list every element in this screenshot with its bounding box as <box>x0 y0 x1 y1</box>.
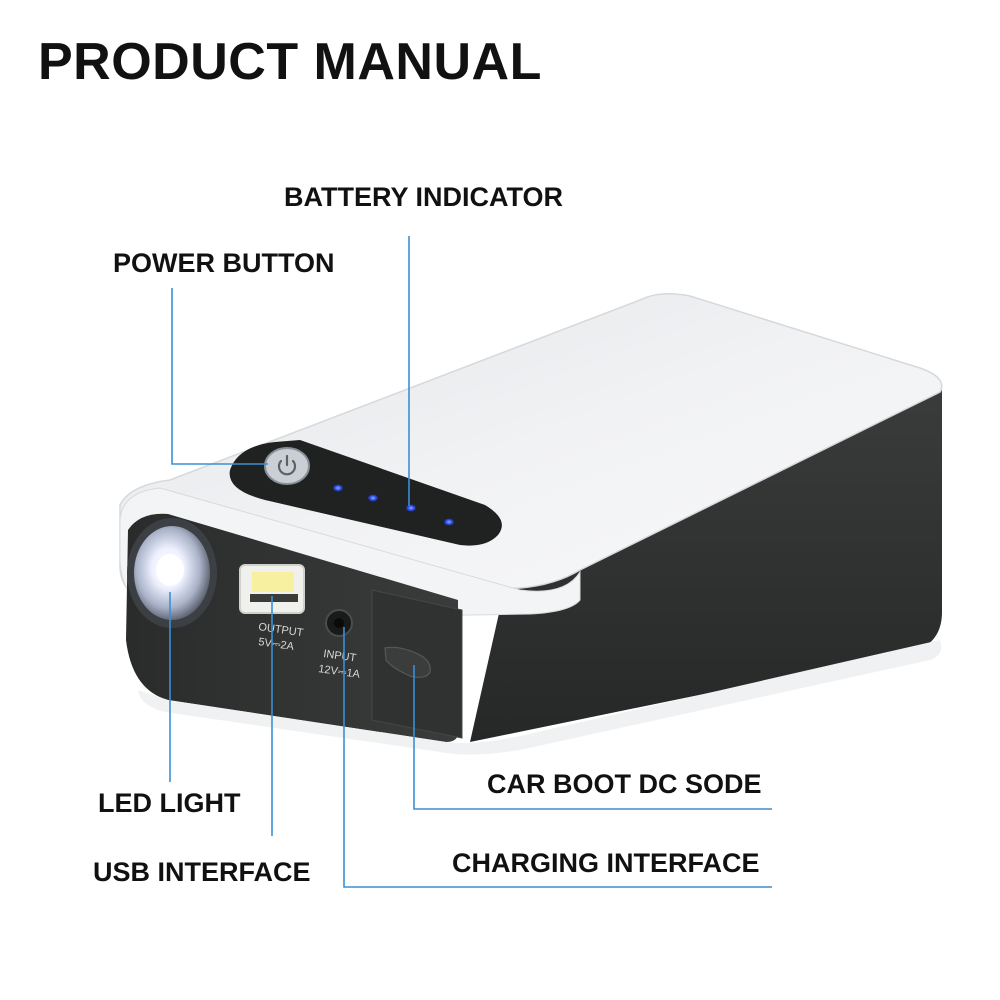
charging-interface-label: CHARGING INTERFACE <box>452 848 760 878</box>
power-button-label: POWER BUTTON <box>113 248 335 278</box>
usb-output-rating: 5V⎓2A <box>258 636 296 653</box>
callout-lines <box>169 236 772 888</box>
callout-line-carboot <box>413 665 772 810</box>
side-panel <box>470 371 942 742</box>
battery-led-4 <box>444 518 454 526</box>
dc-input-title: INPUT <box>323 648 358 665</box>
car-boot-tab <box>384 646 431 678</box>
battery-indicator-label: BATTERY INDICATOR <box>284 182 564 212</box>
battery-led-1 <box>333 484 343 492</box>
dc-input-jack <box>325 609 353 637</box>
car-boot-dc-label: CAR BOOT DC SODE <box>487 769 762 799</box>
power-icon <box>277 454 297 476</box>
led-light-label: LED LIGHT <box>98 788 241 818</box>
bottom-lip <box>138 640 942 755</box>
usb-interface-label: USB INTERFACE <box>93 857 311 887</box>
battery-led-3 <box>406 504 416 512</box>
battery-led-2 <box>368 494 378 502</box>
usb-port <box>239 564 305 614</box>
callout-line-power <box>171 288 268 465</box>
page-title: PRODUCT MANUAL <box>38 33 542 91</box>
dc-input-rating: 12V⎓1A <box>318 663 362 681</box>
flashlight-icon <box>127 518 217 628</box>
callout-line-charging <box>343 627 772 888</box>
